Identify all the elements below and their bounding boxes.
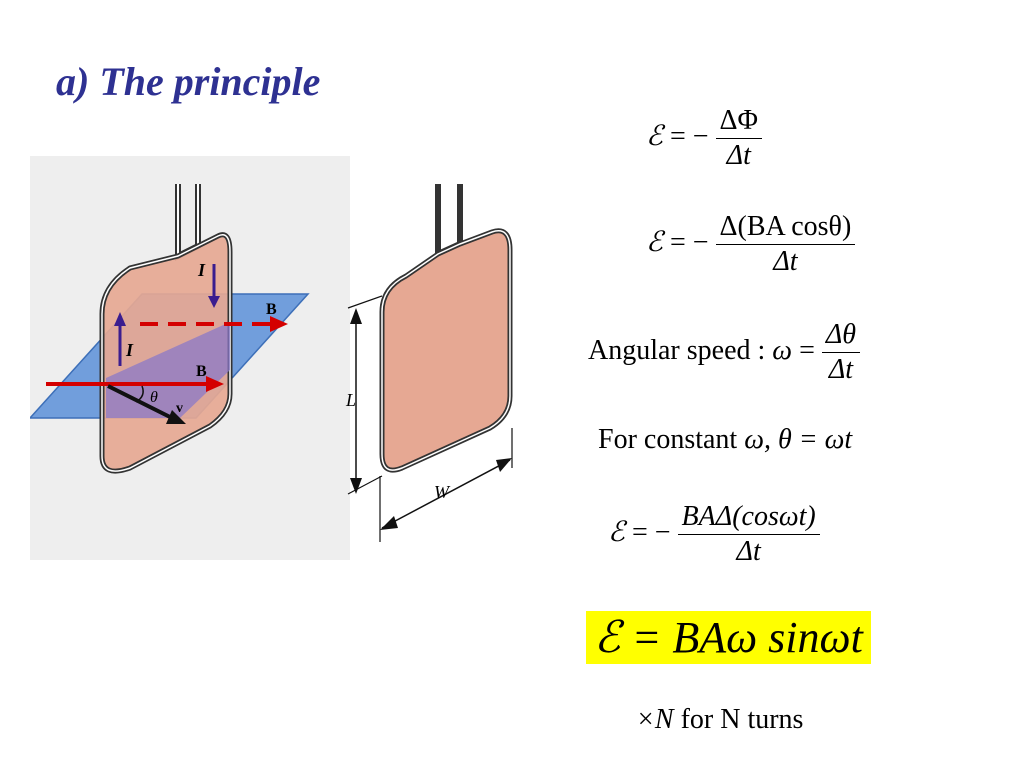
emf-symbol: ℰ — [594, 612, 621, 663]
fraction: Δ(BA cosθ) Δt — [715, 210, 856, 279]
figure-panel-white-bottom — [30, 560, 514, 564]
numerator: Δθ — [821, 318, 861, 353]
label-velocity: v — [176, 401, 183, 416]
dimension-w-head-right — [496, 458, 512, 472]
times-n: ×N — [636, 704, 674, 735]
rotating-loop-figure: I I B B θ v L W — [30, 156, 514, 564]
equation-emf-cos: ℰ = − BAΔ(cosωt) Δt — [608, 500, 820, 569]
velocity-arrow-head — [166, 410, 186, 424]
label-length: L — [345, 390, 356, 410]
equals: = — [799, 334, 815, 366]
fraction: BAΔ(cosωt) Δt — [677, 500, 820, 569]
equals-minus: = − — [669, 226, 709, 258]
dimension-l-tick-top — [347, 295, 383, 309]
theta-omega-t: ω, θ = ωt — [744, 424, 853, 455]
result-rhs: = BAω sinωt — [631, 613, 863, 662]
label-field-mid: B — [196, 363, 207, 380]
equation-n-turns: ×N for N turns — [636, 704, 803, 736]
equation-angular-speed: Angular speed : ω = Δθ Δt — [588, 318, 861, 387]
label-width: W — [434, 482, 451, 502]
emf-symbol: ℰ — [608, 514, 625, 548]
field-arrow-top-head — [270, 316, 288, 332]
label-current-top: I — [197, 260, 206, 280]
current-arrow-left-head — [114, 312, 126, 326]
result-highlight: ℰ = BAω sinωt — [586, 611, 871, 664]
angular-speed-label: Angular speed : — [588, 334, 766, 366]
loop-plane-overlap — [106, 322, 230, 418]
label-current-left: I — [125, 340, 134, 360]
denominator: Δt — [773, 246, 798, 277]
dimension-w-head-left — [380, 516, 398, 530]
field-arrow-mid-head — [206, 376, 224, 392]
label-field-top: B — [266, 301, 277, 318]
equation-emf-result: ℰ = BAω sinωt — [586, 611, 871, 664]
denominator: Δt — [828, 354, 854, 385]
emf-symbol: ℰ — [646, 224, 663, 258]
equals-minus: = − — [631, 516, 671, 548]
equals-minus: = − — [669, 120, 709, 152]
equation-emf-bacos: ℰ = − Δ(BA cosθ) Δt — [646, 210, 856, 279]
omega-symbol: ω — [772, 334, 793, 366]
numerator: BAΔ(cosωt) — [677, 500, 820, 535]
dimension-l-head-top — [350, 308, 362, 324]
denominator: Δt — [736, 536, 761, 567]
label-theta: θ — [150, 389, 158, 406]
constant-label: For constant — [598, 424, 738, 455]
numerator: ΔΦ — [715, 104, 763, 139]
equation-constant-omega: For constant ω, θ = ωt — [598, 424, 852, 456]
velocity-arrow — [107, 384, 177, 422]
right-loop-body-inner — [381, 230, 511, 471]
dimension-line-w — [381, 459, 511, 529]
numerator: Δ(BA cosθ) — [715, 210, 856, 245]
theta-arc — [135, 385, 144, 403]
equation-emf-flux: ℰ = − ΔΦ Δt — [646, 104, 763, 173]
denominator: Δt — [726, 140, 751, 171]
current-arrow-top-head — [208, 296, 220, 308]
emf-symbol: ℰ — [646, 118, 663, 152]
dimension-l-head-bottom — [350, 478, 362, 494]
slide-title: a) The principle — [56, 59, 321, 104]
fraction: ΔΦ Δt — [715, 104, 763, 173]
dimension-l-tick-bottom — [347, 475, 383, 495]
for-n-turns: for N turns — [680, 704, 804, 735]
left-loop-body-inner — [101, 234, 231, 472]
fraction: Δθ Δt — [821, 318, 861, 387]
